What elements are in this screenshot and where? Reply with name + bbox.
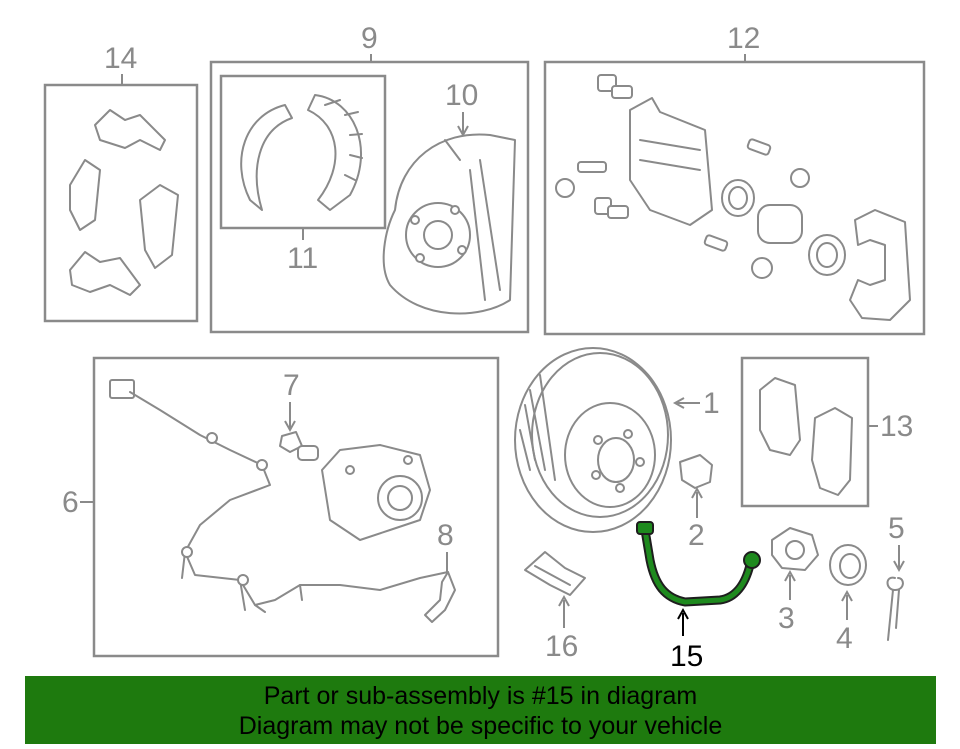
box-6 (92, 356, 500, 658)
guide-pin-bottom (703, 234, 729, 252)
brake-pad-right (811, 407, 853, 496)
hub-bolt (279, 431, 303, 453)
group-1-rotor: 1 (514, 347, 720, 533)
group-14-pad-clips: 14 (43, 42, 199, 323)
caliper-bracket (849, 209, 911, 321)
brake-shoe-right (307, 94, 363, 211)
box-9 (209, 60, 530, 334)
callout-6: 6 (62, 486, 79, 519)
guide-boot-top (790, 168, 810, 188)
callout-14: 14 (104, 42, 137, 75)
group-9-parking-brake: 9 11 10 (209, 22, 530, 334)
guide-pin-top (746, 138, 772, 156)
group-16: 16 (524, 551, 586, 663)
speed-sensor (424, 571, 456, 623)
callout-10: 10 (445, 79, 478, 112)
brake-pad-left (759, 377, 801, 456)
group-13-pads: 13 (740, 356, 913, 508)
brake-hose (642, 527, 753, 605)
callout-5: 5 (888, 512, 905, 545)
group-3: 3 (771, 527, 819, 635)
callout-9: 9 (361, 22, 378, 55)
callout-11: 11 (287, 242, 318, 275)
group-15-brake-hose: 15 (636, 521, 761, 673)
clip-left (69, 159, 101, 231)
brake-shoe-left (240, 104, 293, 211)
callout-15: 15 (670, 640, 703, 673)
sensor-connector (109, 379, 135, 399)
info-banner: Part or sub-assembly is #15 in diagram D… (25, 676, 936, 744)
piston (757, 204, 803, 244)
part-16 (524, 551, 586, 596)
group-4: 4 (829, 544, 867, 655)
callout-1: 1 (703, 387, 720, 420)
part-2 (679, 454, 713, 489)
bleeder-cap (555, 178, 575, 198)
caliper-housing (629, 97, 713, 226)
box-13 (740, 356, 870, 508)
banner-line-1: Part or sub-assembly is #15 in diagram (263, 682, 698, 710)
sensor-wire (129, 391, 449, 606)
group-5: 5 (886, 512, 905, 641)
callout-3: 3 (778, 602, 795, 635)
clip-top (94, 109, 166, 151)
clip-right (139, 184, 179, 269)
box-12 (543, 60, 926, 336)
callout-16: 16 (545, 630, 578, 663)
callout-4: 4 (836, 622, 853, 655)
part-5 (886, 576, 904, 641)
group-6-sensor-hub: 6 7 8 (62, 356, 500, 658)
clip-bottom (69, 251, 141, 296)
bleeder-valve (577, 161, 607, 173)
guide-boot-bottom (751, 257, 773, 279)
callout-8: 8 (437, 519, 454, 552)
hose-fitting-end (743, 551, 761, 569)
banner-line-2: Diagram may not be specific to your vehi… (238, 712, 723, 740)
hose-fitting-top (636, 521, 654, 535)
group-2: 2 (679, 454, 713, 552)
callout-2: 2 (688, 519, 705, 552)
group-12-caliper: 12 (543, 22, 926, 336)
callout-12: 12 (727, 22, 760, 55)
callout-7: 7 (283, 369, 300, 402)
callout-13: 13 (880, 410, 913, 443)
